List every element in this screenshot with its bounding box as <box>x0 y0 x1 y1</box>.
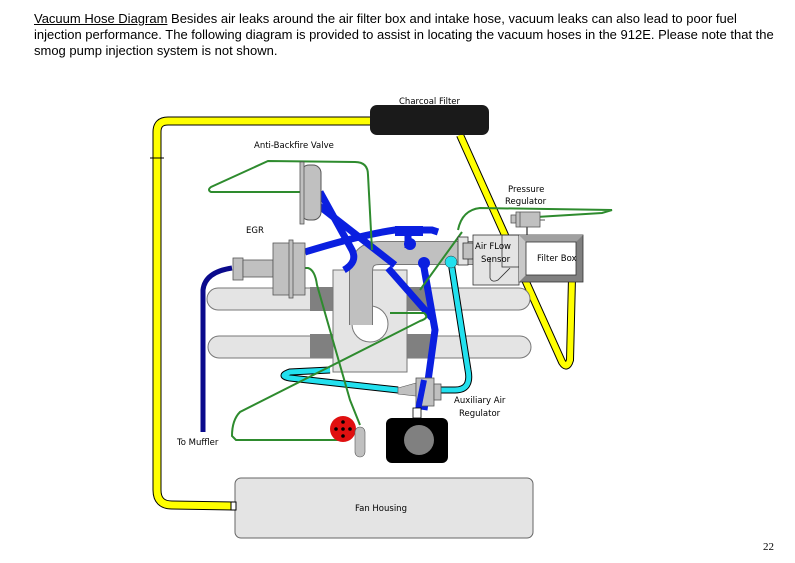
navy-hose-to-muffler <box>200 265 233 432</box>
fan-housing-label: Fan Housing <box>355 504 407 514</box>
distributor-vacuum-unit <box>330 416 366 458</box>
auxiliary-air-regulator-label: Auxiliary Air <box>454 396 506 406</box>
page-number: 22 <box>763 541 774 553</box>
charcoal-filter <box>370 105 489 135</box>
filter-box-label: Filter Box <box>537 254 577 264</box>
anti-backfire-valve-label: Anti-Backfire Valve <box>254 141 334 151</box>
intro-text: Besides air leaks around the air filter … <box>34 11 774 58</box>
green-hoses <box>208 159 613 441</box>
air-flow-sensor <box>457 234 520 286</box>
egr-valve <box>232 239 306 299</box>
charcoal-filter-label: Charcoal Filter <box>399 97 461 107</box>
auxiliary-air-regulator-label-2: Regulator <box>459 409 501 419</box>
pressure-regulator-label: Pressure <box>508 185 544 195</box>
egr-label: EGR <box>246 226 264 236</box>
air-flow-sensor-label: Air FLow <box>475 242 511 252</box>
intro-paragraph: Vacuum Hose Diagram Besides air leaks ar… <box>34 11 774 59</box>
section-title: Vacuum Hose Diagram <box>34 11 168 26</box>
to-muffler-label: To Muffler <box>176 438 219 448</box>
pressure-regulator-label-2: Regulator <box>505 197 547 207</box>
anti-backfire-valve <box>299 161 322 225</box>
air-flow-sensor-label-2: Sensor <box>481 255 511 265</box>
filter-box <box>518 234 584 283</box>
pressure-regulator <box>510 211 545 236</box>
